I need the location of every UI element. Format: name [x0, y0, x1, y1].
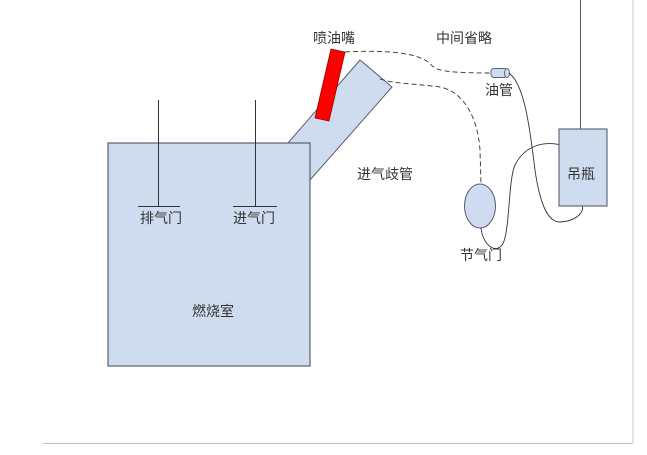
combustion-chamber [107, 142, 311, 367]
label-combustion-chamber: 燃烧室 [192, 304, 234, 320]
intake-valve [233, 100, 277, 207]
fuel-pipe-line [508, 72, 584, 223]
label-throttle: 节气门 [460, 248, 502, 264]
fuel-injector [314, 48, 346, 122]
air-line-dashed [379, 78, 482, 185]
label-exhaust-valve: 排气门 [140, 211, 182, 227]
throttle-body [464, 183, 496, 229]
label-hanging-bottle: 吊瓶 [567, 167, 595, 183]
fuel-pipe-connector [490, 68, 510, 78]
exhaust-valve [138, 100, 180, 207]
label-fuel-injector: 喷油嘴 [313, 31, 355, 47]
hanging-bottle [558, 128, 608, 207]
label-omitted-middle: 中间省略 [436, 31, 492, 47]
label-fuel-pipe: 油管 [485, 83, 513, 99]
fuel-line-dashed [344, 50, 492, 74]
label-intake-manifold: 进气歧管 [357, 167, 413, 183]
label-intake-valve: 进气门 [233, 211, 275, 227]
